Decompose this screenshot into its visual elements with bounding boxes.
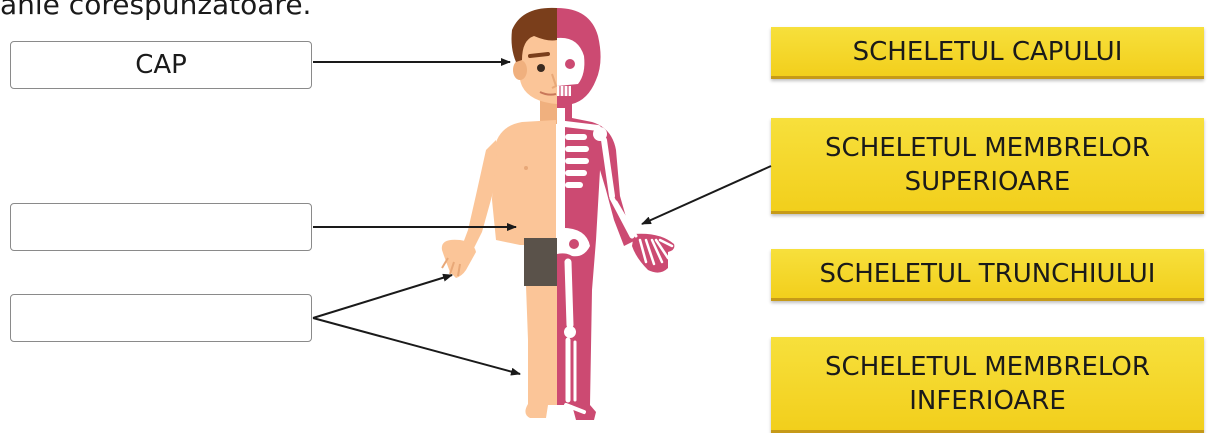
arrow-from-upper-limbs-label: [642, 166, 771, 224]
human-half-skeleton: [557, 8, 674, 420]
arrow-to-arm: [313, 275, 452, 318]
arrow-to-leg: [313, 318, 520, 374]
human-half-skin: [442, 8, 557, 418]
